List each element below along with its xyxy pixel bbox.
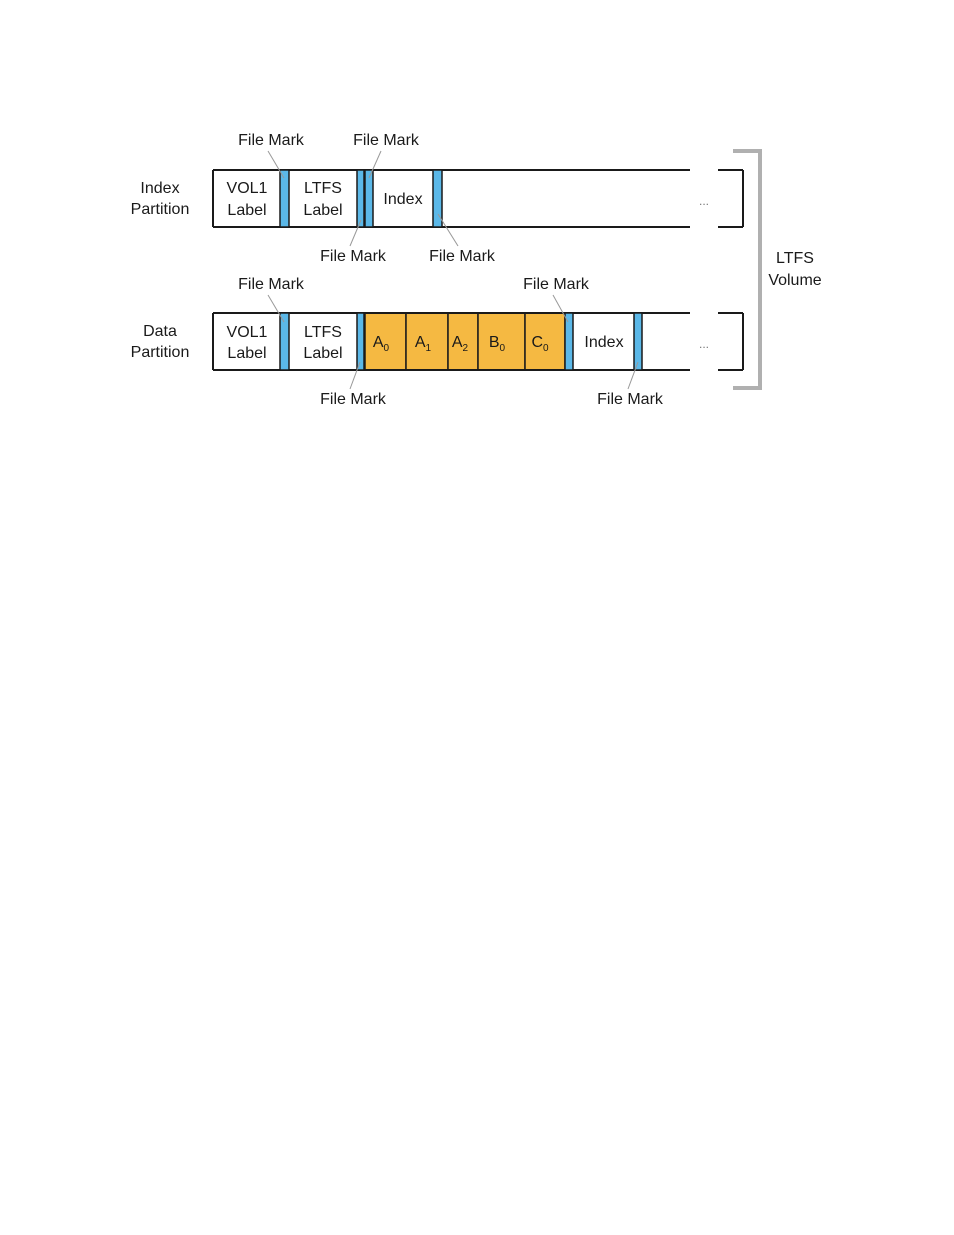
data-block-a0: [365, 313, 406, 370]
data-file-mark-caption-bottom-right: File Mark: [597, 391, 664, 408]
data-file-mark-caption-top-right: File Mark: [523, 276, 590, 293]
index-tape-outline: [213, 170, 743, 227]
index-file-mark-1: [280, 170, 289, 227]
index-file-mark-caption-top-right: File Mark: [353, 132, 420, 149]
data-file-mark-caption-top-left: File Mark: [238, 276, 305, 293]
data-block-b0: [478, 313, 525, 370]
index-partition-label-line2: Partition: [131, 201, 190, 218]
ltfs-volume-label-line1: LTFS: [776, 250, 814, 267]
data-block-a1: [406, 313, 448, 370]
index-partition-label-line1: Index: [140, 180, 179, 197]
index-file-mark-2a: [357, 170, 364, 227]
index-file-mark-2b: [365, 170, 373, 227]
index-ltfs-label-line1: LTFS: [304, 180, 342, 197]
index-partition: Index Partition VOL1 Label LTFS Label In…: [131, 132, 743, 265]
ltfs-volume-bracket: LTFS Volume: [733, 151, 822, 388]
data-file-mark-1: [280, 313, 289, 370]
index-file-mark-caption-bottom-right: File Mark: [429, 248, 496, 265]
data-file-mark-3: [565, 313, 573, 370]
index-ltfs-label-line2: Label: [303, 202, 342, 219]
data-partition-index-cell: Index: [584, 334, 623, 351]
data-partition-label-line1: Data: [143, 323, 177, 340]
index-vol1-label-line2: Label: [227, 202, 266, 219]
index-file-mark-caption-top-left: File Mark: [238, 132, 305, 149]
ltfs-volume-label-line2: Volume: [768, 272, 821, 289]
data-vol1-label-line1: VOL1: [227, 324, 268, 341]
index-vol1-label-line1: VOL1: [227, 180, 268, 197]
data-ltfs-label-line1: LTFS: [304, 324, 342, 341]
data-ltfs-label-line2: Label: [303, 345, 342, 362]
index-ellipsis: ...: [699, 194, 709, 208]
index-partition-index-cell: Index: [383, 191, 422, 208]
data-ellipsis: ...: [699, 337, 709, 351]
data-file-mark-caption-bottom-left: File Mark: [320, 391, 387, 408]
data-partition: Data Partition VOL1 Label LTFS Label: [131, 276, 743, 408]
data-partition-label-line2: Partition: [131, 344, 190, 361]
data-file-mark-2: [357, 313, 364, 370]
data-vol1-label-line2: Label: [227, 345, 266, 362]
volume-bracket-line: [733, 151, 760, 388]
data-file-mark-4: [634, 313, 642, 370]
index-file-mark-caption-bottom-left: File Mark: [320, 248, 387, 265]
